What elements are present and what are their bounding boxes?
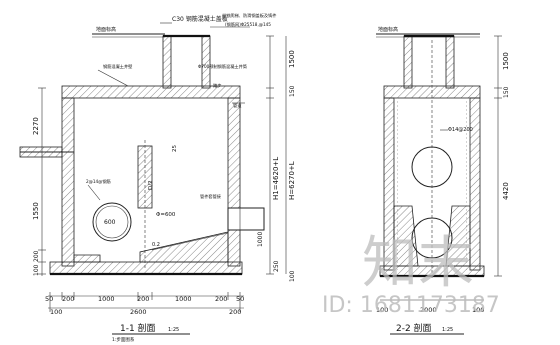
d-half-label: D/2	[148, 180, 154, 190]
r-dim-b-100b: 100	[472, 306, 484, 314]
dim-right-1000: 1000	[257, 232, 264, 247]
slope-label: 0.2	[152, 242, 160, 248]
dim-b-1000a: 1000	[98, 295, 115, 303]
r-dim-b-100a: 100	[376, 306, 388, 314]
dim-h1: H1=4620+L	[272, 157, 280, 200]
dim-b-200a: 200	[62, 295, 74, 303]
step-note: 踏步	[213, 82, 221, 89]
pipe-size-label: 600	[104, 219, 116, 226]
dim-b-200c: 200	[215, 295, 227, 303]
dim-b-50b: 50	[236, 295, 244, 303]
r-dim-150: 150	[503, 86, 510, 98]
left-section-view: 地面标高 C30 钢筋混凝土盖板 带铁爬梯、防滑钢盖板及铸件 (钢筋网)Φ255…	[19, 12, 296, 343]
dim-b2-2600: 2600	[130, 308, 147, 316]
dim-left-1550: 1550	[32, 202, 40, 220]
watermark-logo: 知末	[362, 231, 474, 296]
right-ground-label: 地面标高	[378, 26, 398, 33]
wall-note: 钢筋混凝土井壁	[103, 63, 132, 70]
left-subtitle: 1:步面图系	[112, 336, 135, 343]
ground-line-label: 地面标高	[96, 26, 116, 33]
dim-right-1500: 1500	[288, 50, 296, 68]
manhole-note: Φ700预制钢筋混凝土井筒	[198, 63, 247, 70]
watermark-id: ID: 1681173187	[322, 293, 500, 318]
dim-b-1000b: 1000	[175, 295, 192, 303]
mesh-note: (钢筋网)Φ25518,@145	[225, 21, 271, 28]
right-title: 2-2 剖面	[396, 322, 432, 334]
section-note: 管件套管接	[200, 193, 222, 200]
hatch-note: 2@14@钢筋	[86, 178, 111, 185]
dim-25-label: 25	[172, 145, 178, 152]
dim-b2-100: 100	[50, 308, 62, 316]
dim-right-250: 250	[273, 260, 280, 272]
dim-right-100: 100	[289, 270, 296, 282]
r-dim-4420: 4420	[502, 182, 510, 200]
right-section-view: 地面标高 Φ14@200 1500 150 4420	[376, 26, 510, 335]
pipe-size-2-label: Φ=600	[156, 212, 176, 218]
bottom-dim-ticks	[49, 292, 241, 312]
left-title-scale: 1:25	[168, 327, 179, 333]
rebar-note: Φ14@200	[448, 127, 473, 133]
dim-left-100: 100	[33, 264, 40, 276]
dim-right-150: 150	[289, 85, 296, 97]
dim-left-200: 200	[33, 250, 40, 262]
well-cover-note: 带铁爬梯、防滑钢盖板及铸件	[222, 12, 276, 19]
left-title: 1-1 剖面	[120, 322, 156, 334]
dim-left-2270: 2270	[32, 117, 40, 135]
dim-h: H=6270+L	[288, 161, 296, 200]
right-title-scale: 1:25	[442, 327, 453, 333]
dim-b2-200: 200	[229, 308, 241, 316]
r-dim-b-2000: 2000	[420, 306, 437, 314]
dim-b-50a: 50	[45, 295, 53, 303]
dim-b-200b: 200	[137, 295, 149, 303]
r-dim-1500: 1500	[502, 52, 510, 70]
concrete-note: C30 钢筋混凝土盖板	[172, 15, 228, 23]
